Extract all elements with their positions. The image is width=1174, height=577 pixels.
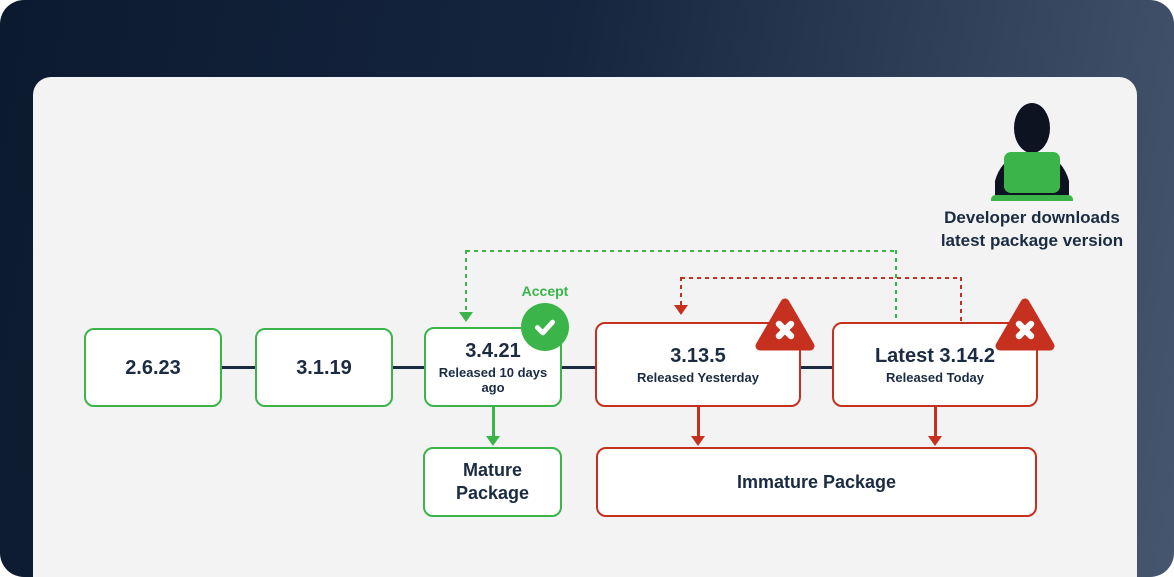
release-date-label: Released Today (885, 370, 985, 385)
mature-package-label: Mature Package (455, 460, 530, 503)
release-date-label: Released Yesterday (637, 370, 759, 385)
release-date-label: Released 10 days ago (438, 365, 548, 395)
arrow-to-immature-1 (697, 407, 700, 437)
arrow-down-icon (928, 436, 942, 446)
accept-check-badge (521, 303, 569, 351)
reject-warning-badge (994, 296, 1056, 352)
reject-warning-badge (754, 296, 816, 352)
arrow-down-icon (486, 436, 500, 446)
warning-x-icon (995, 298, 1055, 351)
green-arrowhead-icon (459, 312, 473, 322)
arrow-down-icon (691, 436, 705, 446)
checkmark-icon (534, 319, 556, 336)
version-label: Latest 3.14.2 (874, 345, 996, 367)
red-dashed-line-horizontal (681, 277, 961, 279)
green-dashed-line-horizontal (466, 250, 896, 252)
arrow-to-immature-2 (934, 407, 937, 437)
developer-caption-line1: Developer downloads (944, 208, 1120, 227)
immature-package-label: Immature Package (736, 471, 897, 492)
green-dashed-line-from-latest (895, 250, 897, 322)
accept-label: Accept (521, 283, 569, 299)
developer-caption-line2: latest package version (940, 231, 1124, 250)
version-label: 2.6.23 (125, 356, 181, 379)
red-arrowhead-icon (674, 305, 688, 315)
red-dashed-line-from-latest (960, 277, 962, 322)
green-dashed-line-to-accepted (465, 250, 467, 312)
version-box-1: 2.6.23 (84, 328, 222, 407)
version-box-2: 3.1.19 (255, 328, 393, 407)
mature-package-box: Mature Package (423, 447, 562, 517)
red-dashed-line-to-rejected (680, 277, 682, 305)
arrow-to-mature (492, 407, 495, 437)
warning-x-icon (755, 298, 815, 351)
developer-laptop-icon (989, 103, 1075, 204)
version-label: 3.13.5 (670, 345, 726, 367)
developer-caption: Developer downloads latest package versi… (902, 206, 1162, 252)
version-label: 3.1.19 (296, 356, 352, 379)
version-label: 3.4.21 (465, 340, 521, 362)
immature-package-box: Immature Package (596, 447, 1037, 517)
diagram-card: Developer downloads latest package versi… (33, 77, 1137, 577)
